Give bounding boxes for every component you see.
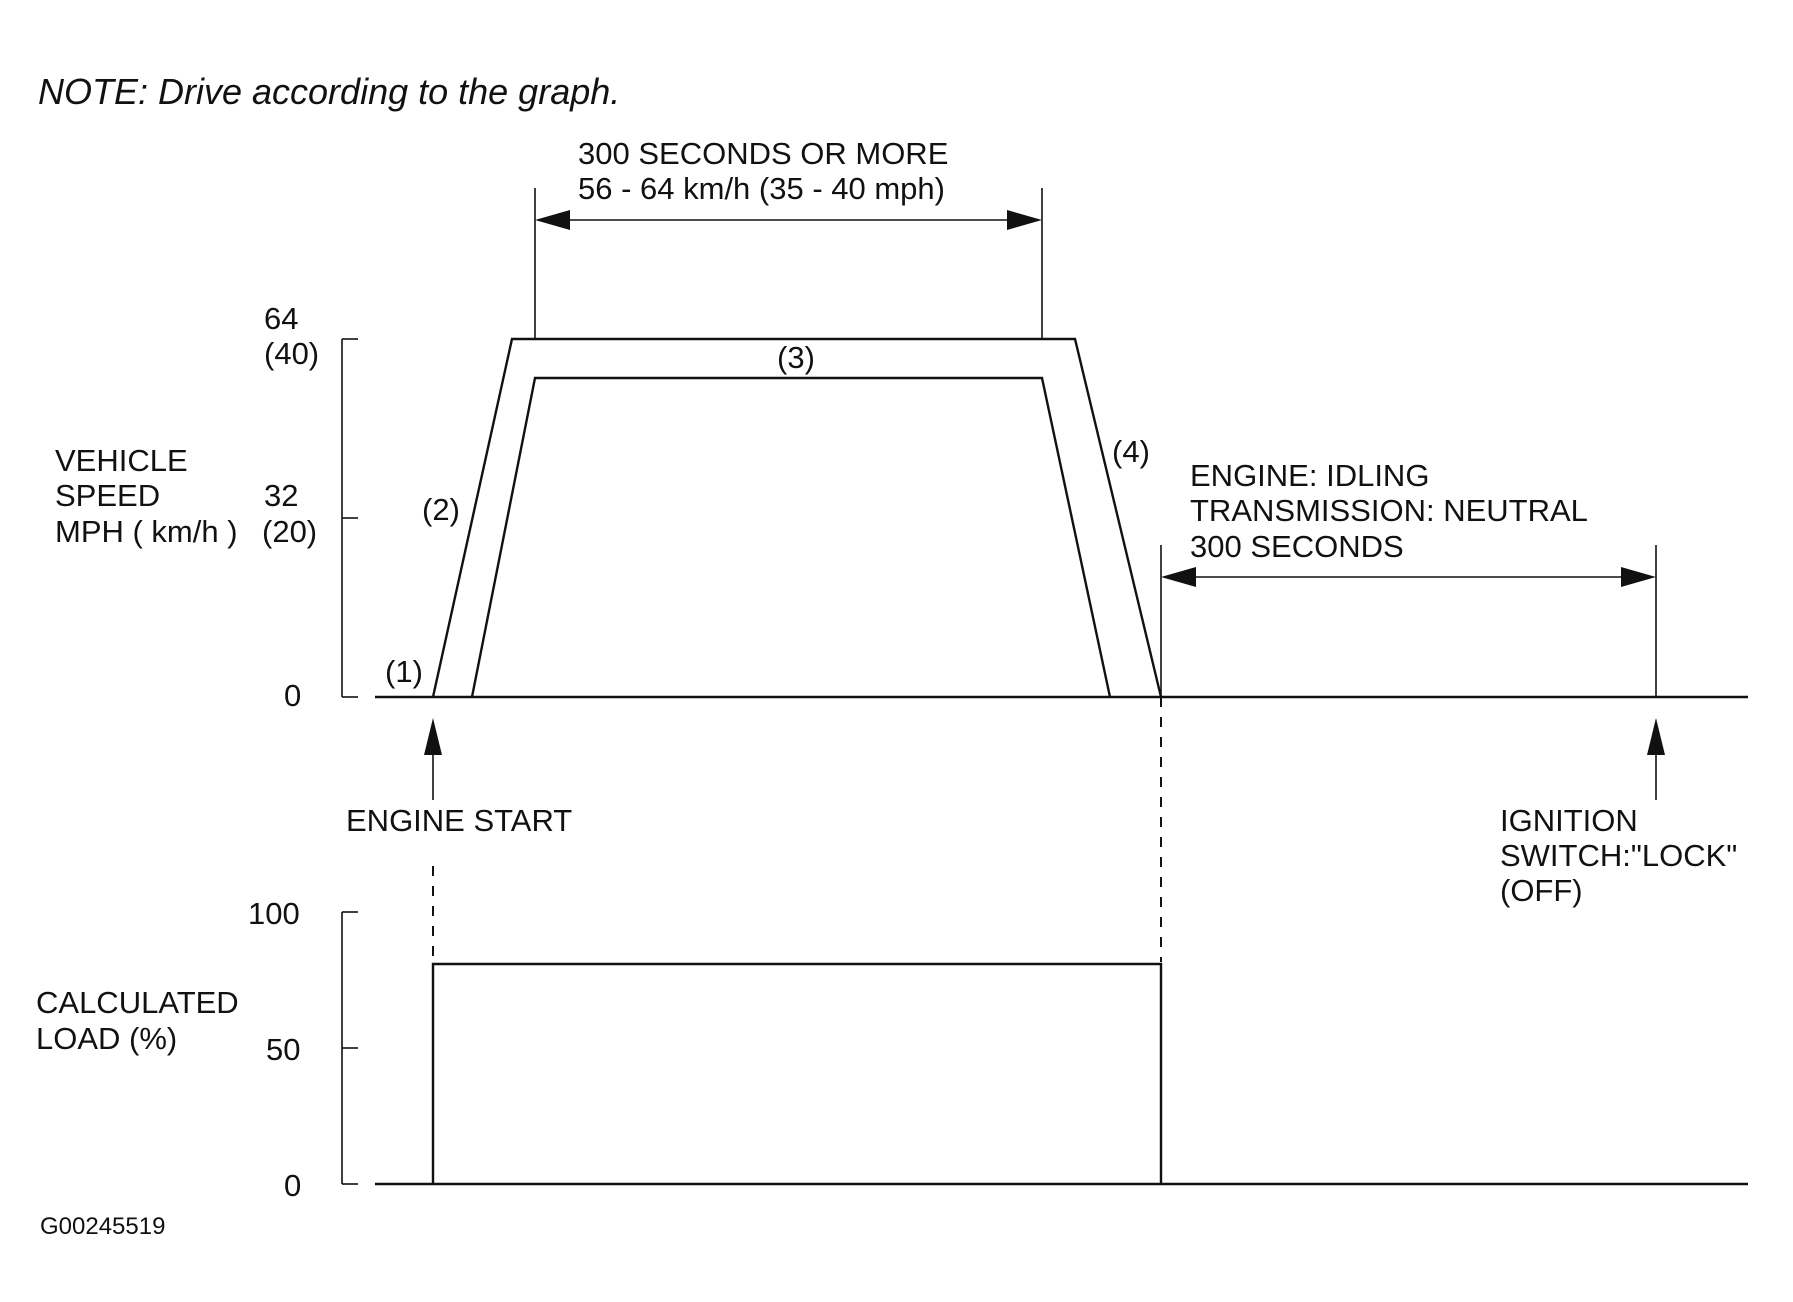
- cruise-note-line-1: 300 SECONDS OR MORE: [578, 136, 948, 171]
- speed-tick-32: 32: [264, 478, 298, 513]
- note-text: NOTE: Drive according to the graph.: [38, 71, 620, 112]
- load-profile: [431, 962, 1163, 1184]
- idle-note-line-1: ENGINE: IDLING: [1190, 458, 1429, 493]
- ignition-arrow-icon: [1647, 718, 1665, 755]
- idle-note-line-2: TRANSMISSION: NEUTRAL: [1190, 493, 1588, 528]
- load-chart: CALCULATED LOAD (%) 100 50 0: [36, 896, 1748, 1203]
- engine-start-label: ENGINE START: [346, 803, 572, 838]
- speed-axis-label-line-1: VEHICLE: [55, 443, 188, 478]
- load-axis-label-line-1: CALCULATED: [36, 985, 239, 1020]
- speed-tick-40-mph: (40): [264, 336, 319, 371]
- idle-arrow-left-icon: [1161, 567, 1196, 587]
- ignition-label-line-1: IGNITION: [1500, 803, 1638, 838]
- idle-arrow-right-icon: [1621, 567, 1656, 587]
- speed-axis-label-line-3: MPH ( km/h ): [55, 514, 238, 549]
- load-axis-label-line-2: LOAD (%): [36, 1021, 177, 1056]
- cruise-arrow-right-icon: [1007, 210, 1042, 230]
- speed-band-lower: [470, 376, 1112, 698]
- step-label-1: (1): [385, 654, 423, 689]
- load-tick-0: 0: [284, 1168, 301, 1203]
- figure-id: G00245519: [40, 1213, 165, 1240]
- step-label-4: (4): [1112, 434, 1150, 469]
- speed-axis-label-line-2: SPEED: [55, 478, 160, 513]
- speed-tick-20-mph: (20): [262, 514, 317, 549]
- ignition-label-line-3: (OFF): [1500, 873, 1583, 908]
- cruise-arrow-left-icon: [535, 210, 570, 230]
- idle-note-line-3: 300 SECONDS: [1190, 529, 1404, 564]
- speed-band-upper: [431, 337, 1163, 698]
- engine-start-arrow-icon: [424, 718, 442, 755]
- speed-chart: VEHICLE SPEED MPH ( km/h ) 64 (40) 32 (2…: [55, 136, 1748, 908]
- ignition-label-line-2: SWITCH:"LOCK": [1500, 838, 1737, 873]
- speed-tick-64: 64: [264, 301, 298, 336]
- load-tick-50: 50: [266, 1032, 300, 1067]
- cruise-note-line-2: 56 - 64 km/h (35 - 40 mph): [578, 171, 945, 206]
- load-tick-100: 100: [248, 896, 300, 931]
- speed-tick-0: 0: [284, 678, 301, 713]
- step-label-3: (3): [777, 340, 815, 375]
- step-label-2: (2): [422, 492, 460, 527]
